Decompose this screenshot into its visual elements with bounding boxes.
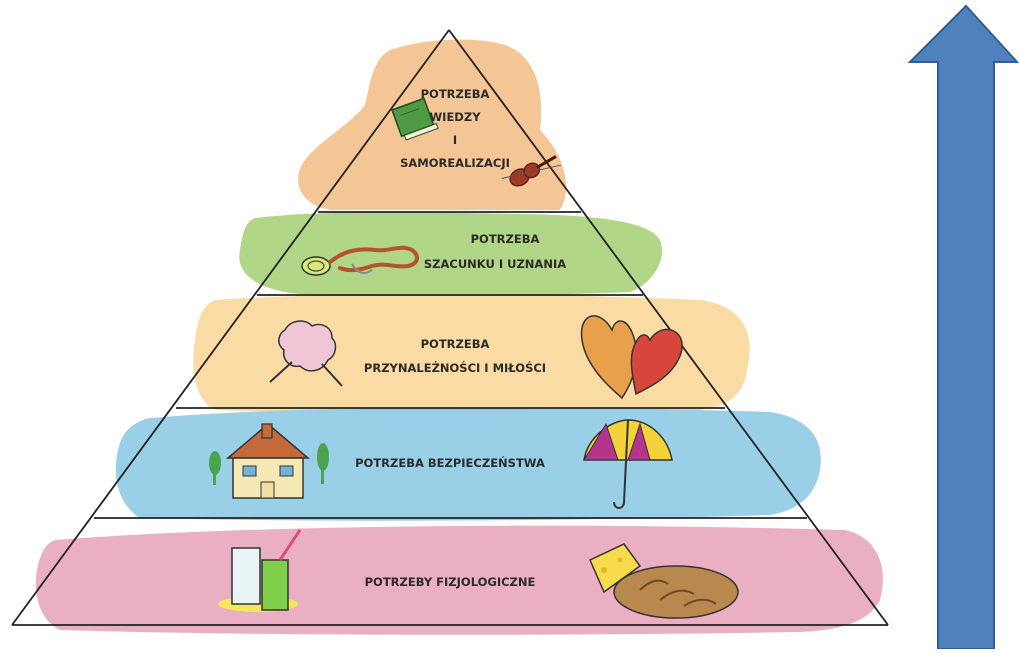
umbrella-icon: [583, 419, 673, 509]
cheese-bread-icon: [589, 543, 739, 619]
label-belonging-line-2: PRZYNALEŻNOŚCI I MIŁOŚCI: [364, 360, 546, 375]
hearts-icon: [580, 315, 683, 400]
house-icon: [209, 423, 329, 499]
medal-ribbon-icon: [301, 245, 419, 276]
label-top-line-1: POTRZEBA: [421, 87, 490, 101]
label-esteem-line-1: POTRZEBA: [471, 232, 540, 246]
pyramid-outline: [11, 29, 889, 626]
label-safety: POTRZEBA BEZPIECZEŃSTWA: [355, 455, 545, 470]
label-top-line-4: SAMOREALIZACJI: [400, 156, 510, 170]
pyramid-left-edge: [11, 29, 450, 626]
book-icon: [391, 97, 439, 141]
band-esteem: [239, 212, 662, 296]
label-esteem-line-2: SZACUNKU I UZNANIA: [424, 257, 566, 271]
level-labels: POTRZEBA WIEDZY I SAMOREALIZACJI POTRZEB…: [355, 87, 566, 589]
upward-arrow: [907, 4, 1019, 650]
arrow-shape: [907, 4, 1019, 650]
drinks-icon: [218, 529, 302, 612]
label-physiological: POTRZEBY FIZJOLOGICZNE: [365, 575, 536, 589]
label-top-line-2: WIEDZY: [429, 110, 481, 124]
label-top-line-3: I: [453, 133, 457, 147]
pyramid-right-edge: [448, 29, 889, 626]
label-belonging-line-1: POTRZEBA: [421, 337, 490, 351]
handshake-icon: [269, 320, 343, 387]
violin-icon: [501, 155, 562, 187]
